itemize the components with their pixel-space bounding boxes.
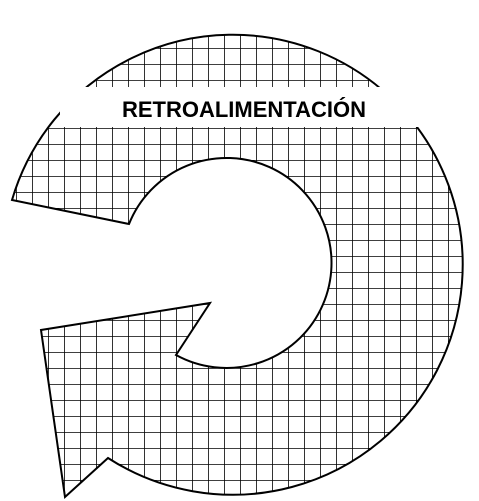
- diagram-label: RETROALIMENTACIÓN: [122, 97, 366, 122]
